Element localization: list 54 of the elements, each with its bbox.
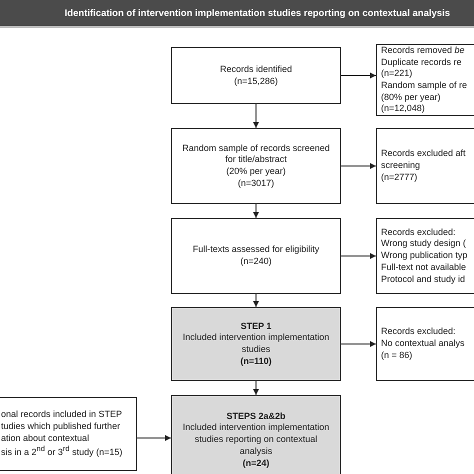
box-text: (n=110)	[240, 356, 272, 368]
process-box	[0, 397, 137, 471]
arrow	[340, 253, 376, 259]
box-text: Random sample of re	[381, 80, 468, 92]
process-box	[171, 47, 341, 104]
box-text: (n=2777)	[381, 172, 418, 184]
box-text: Included intervention implementation studies reporting on contextual analysis	[182, 422, 330, 458]
box-text: Records removed be	[381, 44, 465, 57]
box-text: Duplicate records re	[381, 56, 462, 68]
process-box	[376, 218, 474, 294]
arrow	[253, 294, 259, 308]
box-text: (80% per year)	[381, 92, 441, 104]
box-text: ation about contextual	[1, 432, 90, 444]
title: Identification of intervention implementation studies reporting on contextual analysis	[64, 8, 450, 18]
box-text: (n = 86)	[381, 350, 412, 362]
box-text: (n=3017)	[238, 178, 274, 190]
box-text: (n=15,286)	[234, 76, 278, 88]
box-text: (20% per year)	[226, 166, 286, 178]
process-box	[376, 128, 474, 204]
arrow	[340, 72, 376, 78]
arrow	[253, 204, 259, 218]
arrow	[340, 341, 376, 347]
box-text: Wrong publication typ	[381, 250, 468, 262]
arrow	[136, 435, 172, 441]
box-text: Records excluded:	[381, 226, 456, 238]
box-text: STEP 1	[240, 320, 272, 332]
arrow	[253, 380, 259, 396]
box-text: sis in a 2$^{nd}$ or 3$^{rd}$ study (n=15)	[1, 444, 122, 459]
step-box	[171, 307, 341, 381]
box-text: No contextual analys	[381, 338, 465, 350]
box-text: STEPS 2a&2b	[226, 410, 286, 422]
box-text: Full-texts assessed for eligibility	[192, 244, 320, 256]
box-text: Records identified	[220, 64, 292, 76]
box-text: (n=240)	[240, 256, 272, 268]
process-box	[376, 44, 474, 116]
box-text: onal records included in STEP	[1, 409, 122, 421]
box-text: (n=24)	[242, 458, 270, 470]
box-text: (n=12,048)	[381, 103, 425, 116]
box-text: (n=221)	[381, 68, 412, 80]
box-text: Full-text not available	[381, 262, 466, 274]
arrow	[340, 163, 376, 169]
process-box	[171, 128, 341, 204]
process-box	[376, 307, 474, 381]
box-text: Records excluded:	[381, 326, 456, 338]
box-text: Wrong study design (	[381, 238, 466, 250]
process-box	[171, 218, 341, 294]
box-text: tudies which published further	[1, 420, 120, 432]
box-text: Random sample of records screened for title/abstract	[181, 142, 331, 166]
box-text: Records excluded aft	[381, 148, 466, 160]
box-text: Included intervention implementation studies	[182, 332, 330, 356]
box-text: screening	[381, 160, 420, 172]
step-box	[171, 395, 341, 474]
arrow	[253, 104, 259, 128]
box-text: Protocol and study id	[381, 274, 466, 286]
